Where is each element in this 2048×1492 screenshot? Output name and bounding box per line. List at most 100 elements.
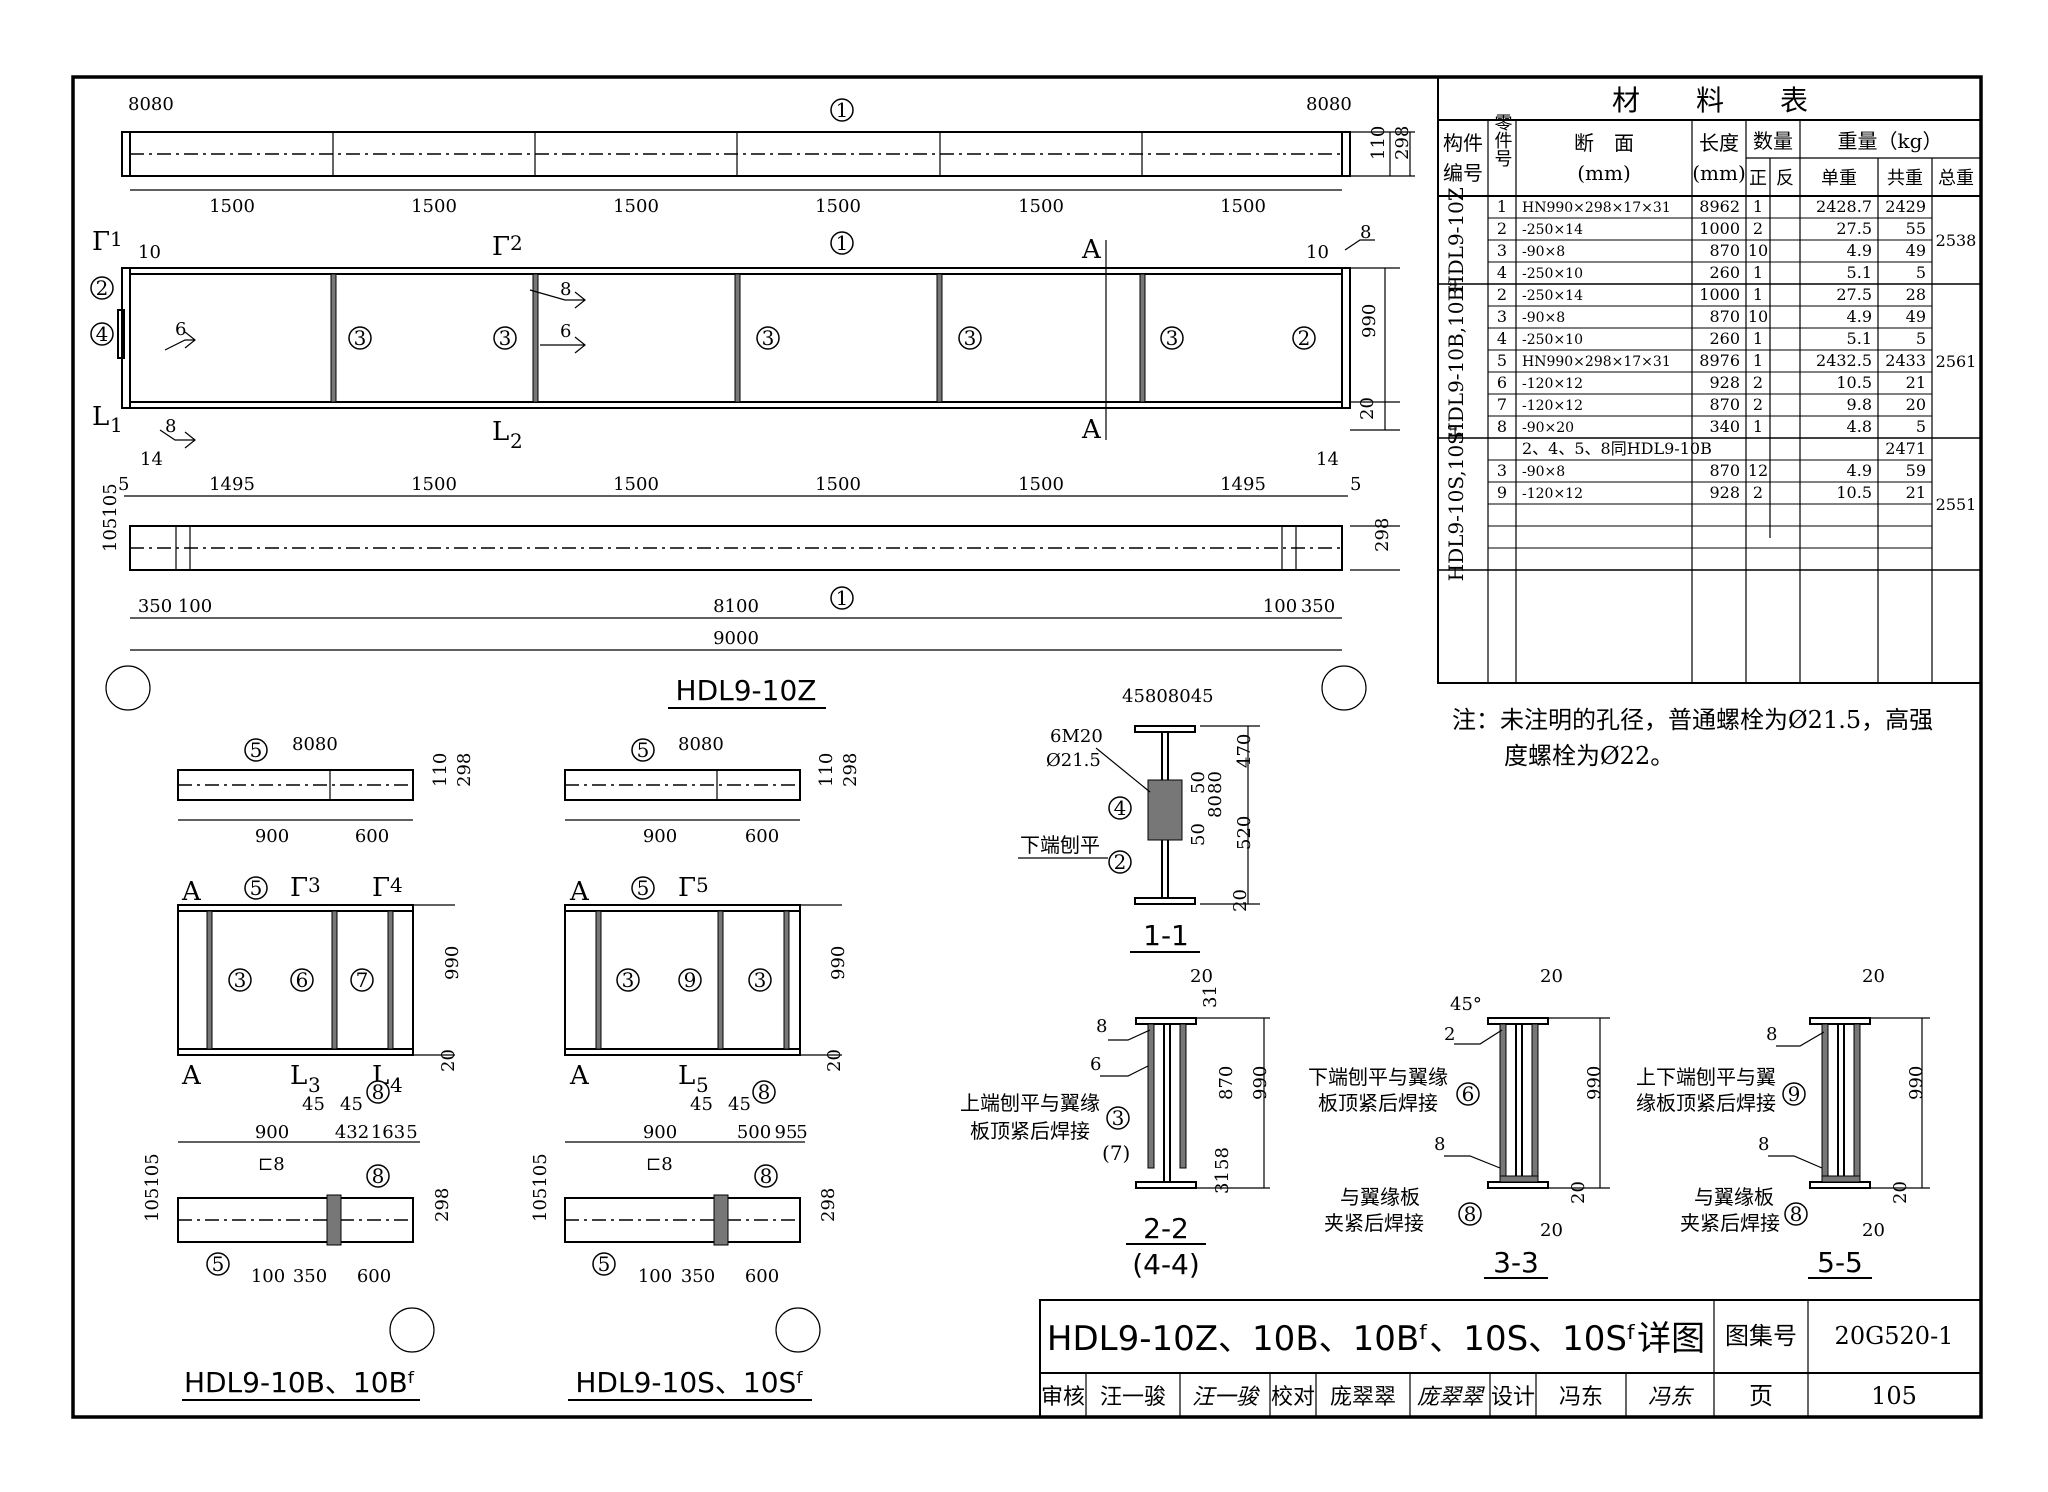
table-cell: 1 bbox=[1753, 285, 1763, 304]
cut-A-bottom: A bbox=[1081, 415, 1102, 445]
table-cell: 2 bbox=[1753, 373, 1763, 392]
weld-6-mid: 6 bbox=[560, 321, 571, 342]
b-e105: 105105 bbox=[142, 1153, 163, 1222]
s-bot-h298: 298 bbox=[818, 1188, 839, 1222]
main-e5-right: 5 bbox=[1350, 474, 1361, 495]
axis-bubble-left bbox=[105, 665, 151, 711]
main-top-dim-0: 1500 bbox=[209, 196, 255, 217]
table-cell: 3 bbox=[1497, 241, 1507, 260]
sec55-w8b: 8 bbox=[1758, 1134, 1769, 1155]
table-cell: 870 bbox=[1709, 241, 1740, 260]
weld-8-mid: 8 bbox=[560, 279, 571, 300]
elev-mark-4l: 4 bbox=[96, 322, 109, 346]
s-h298: 298 bbox=[840, 753, 861, 787]
th-member: 构件 bbox=[1443, 131, 1483, 155]
table-cell: 4.9 bbox=[1847, 241, 1872, 260]
table-cell: 5 bbox=[1916, 263, 1926, 282]
sec33-angle: 45° bbox=[1450, 994, 1482, 1015]
b-cut-4-bottom-num: 4 bbox=[390, 1073, 403, 1097]
table-cell: 21 bbox=[1906, 483, 1926, 502]
main-elev-dim-2: 1500 bbox=[613, 474, 659, 495]
cut-1-bottom-num: 1 bbox=[110, 413, 123, 437]
sec33-note1: 下端刨平与翼缘 bbox=[1308, 1065, 1448, 1089]
sec55-note2: 缘板顶紧后焊接 bbox=[1636, 1091, 1776, 1115]
b-h20: 20 bbox=[438, 1049, 459, 1072]
sec22-w8: 8 bbox=[1096, 1016, 1107, 1037]
s-mark-5-elev: 5 bbox=[637, 876, 650, 900]
main-top-dim-2: 1500 bbox=[613, 196, 659, 217]
table-cell: 4.9 bbox=[1847, 461, 1872, 480]
s-elevation bbox=[564, 904, 801, 1056]
main-h298: 298 bbox=[1392, 126, 1413, 160]
sec11-d20: 20 bbox=[1230, 889, 1251, 912]
sec33-d20a: 20 bbox=[1540, 966, 1563, 987]
main-e14-left: 14 bbox=[140, 449, 163, 470]
page-number: 105 bbox=[1871, 1382, 1917, 1410]
cut-2-top-num: 2 bbox=[510, 231, 523, 255]
table-cell: 928 bbox=[1709, 483, 1740, 502]
sec11-d470: 470 bbox=[1234, 734, 1255, 768]
sec55-d990: 990 bbox=[1906, 1066, 1927, 1100]
b-bot-mark-5: 5 bbox=[212, 1252, 225, 1276]
table-cell: 870 bbox=[1709, 307, 1740, 326]
s-mark-8: 8 bbox=[758, 1080, 771, 1104]
sec55-title: 5-5 bbox=[1817, 1246, 1863, 1279]
s-mark-3b: 3 bbox=[754, 968, 767, 992]
table-cell: 1 bbox=[1497, 197, 1507, 216]
table-cell: 4 bbox=[1497, 263, 1507, 282]
s-d600b: 600 bbox=[745, 1266, 779, 1287]
table-cell: 1 bbox=[1753, 417, 1763, 436]
sec22-note2: 板顶紧后焊接 bbox=[970, 1119, 1090, 1143]
s-d5: 5 bbox=[796, 1122, 807, 1143]
th-weight: 重量（kg） bbox=[1838, 129, 1943, 153]
sec33-note2: 板顶紧后焊接 bbox=[1318, 1091, 1438, 1115]
b-d900: 900 bbox=[255, 826, 289, 847]
s-h990: 990 bbox=[828, 946, 849, 980]
th-section-unit: (mm) bbox=[1577, 161, 1631, 185]
page-label: 页 bbox=[1749, 1382, 1773, 1410]
table-cell: 3 bbox=[1497, 461, 1507, 480]
view-s: 5 8080 110 298 900 600 A A 5 Γ 5 3 9 3 L… bbox=[530, 734, 861, 1401]
main-h110: 110 bbox=[1368, 126, 1389, 160]
b-cut-4-top: Γ bbox=[372, 873, 390, 903]
s-d45a: 45 bbox=[690, 1094, 713, 1115]
table-cell: -120×12 bbox=[1522, 398, 1583, 414]
b-cut-3-bottom-num: 3 bbox=[308, 1073, 321, 1097]
sec33-mark-8: 8 bbox=[1464, 1202, 1477, 1226]
table-cell: 6 bbox=[1497, 373, 1507, 392]
drawing-title: HDL9-10Z、10B、10Bᶠ、10S、10Sᶠ详图 bbox=[1047, 1319, 1705, 1359]
sec22-d31a: 31 bbox=[1200, 985, 1221, 1008]
weld-6-left: 6 bbox=[175, 319, 186, 340]
b-d432: 432 bbox=[335, 1122, 369, 1143]
sec11-mark-2: 2 bbox=[1114, 850, 1127, 874]
b-d600: 600 bbox=[355, 826, 389, 847]
main-top-dim-5: 1500 bbox=[1220, 196, 1266, 217]
sec33-w8: 8 bbox=[1434, 1134, 1445, 1155]
b-elevation bbox=[177, 904, 414, 1056]
b-d600b: 600 bbox=[357, 1266, 391, 1287]
elev-mark-2r: 2 bbox=[1298, 326, 1311, 350]
elev-mark-3c: 3 bbox=[762, 326, 775, 350]
sec55-note3: 与翼缘板 bbox=[1694, 1185, 1774, 1209]
table-cell: -90×8 bbox=[1522, 464, 1565, 480]
table-cell: 1000 bbox=[1699, 219, 1740, 238]
s-mark-3a: 3 bbox=[622, 968, 635, 992]
sec55-d20c: 20 bbox=[1862, 1220, 1885, 1241]
main-bot-dim-0: 350 bbox=[138, 596, 172, 617]
table-cell: 4.9 bbox=[1847, 307, 1872, 326]
b-cut-3-bottom: L bbox=[290, 1061, 307, 1091]
b-view-title: HDL9-10B、10Bᶠ bbox=[184, 1366, 416, 1399]
cut-A-top: A bbox=[1081, 235, 1102, 265]
main-e105: 105105 bbox=[100, 483, 121, 552]
table-cell: 2428.7 bbox=[1816, 197, 1872, 216]
th-length: 长度 bbox=[1699, 131, 1739, 155]
main-bot-dim-2: 8100 bbox=[713, 596, 759, 617]
s-d95: 95 bbox=[775, 1122, 798, 1143]
main-top-dim-3: 1500 bbox=[815, 196, 861, 217]
main-elev-mark-1: 1 bbox=[836, 231, 849, 255]
th-qty: 数量 bbox=[1753, 129, 1793, 153]
cut-1-bottom: L bbox=[92, 402, 109, 432]
b-cut-3-top: Γ bbox=[290, 873, 308, 903]
s-h20: 20 bbox=[824, 1049, 845, 1072]
